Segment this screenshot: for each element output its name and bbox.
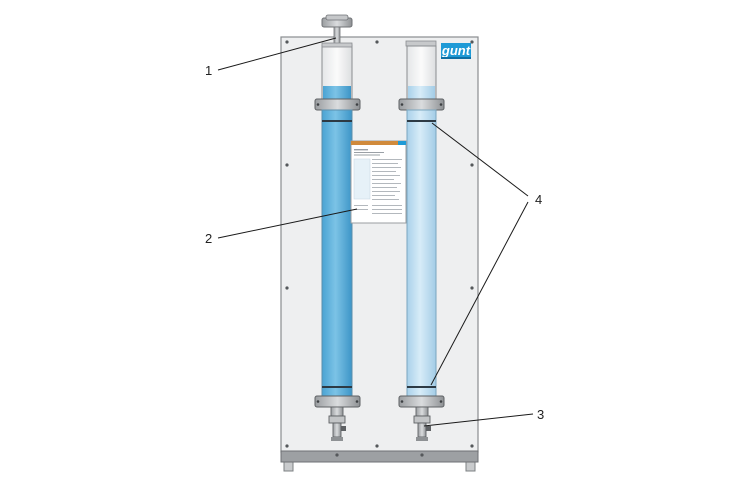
leader-1	[217, 37, 337, 71]
leader-4a	[431, 122, 529, 197]
callout-4: 4	[535, 192, 543, 207]
brand-logo: gunt	[441, 43, 471, 59]
back-panel	[280, 36, 479, 453]
left-column	[314, 14, 361, 441]
spindle	[333, 26, 341, 46]
leader-lines	[217, 37, 534, 427]
callout-3: 3	[537, 407, 545, 422]
leader-4b	[430, 201, 529, 386]
right-bottom-flange	[398, 395, 445, 408]
panel-screws	[285, 40, 474, 457]
leader-3	[423, 413, 534, 427]
right-top-flange	[398, 98, 445, 111]
left-tube-water	[321, 109, 353, 397]
callout-2: 2	[205, 231, 213, 246]
brand-logo-text: gunt	[441, 43, 471, 58]
right-column	[398, 40, 445, 441]
right-tube-water	[406, 109, 437, 397]
left-top-flange	[314, 98, 361, 111]
leader-2	[217, 208, 358, 239]
left-bottom-flange	[314, 395, 361, 408]
callout-1: 1	[205, 63, 213, 78]
info-placard	[350, 140, 407, 224]
base-feet	[283, 461, 476, 472]
base-rail	[280, 450, 479, 463]
